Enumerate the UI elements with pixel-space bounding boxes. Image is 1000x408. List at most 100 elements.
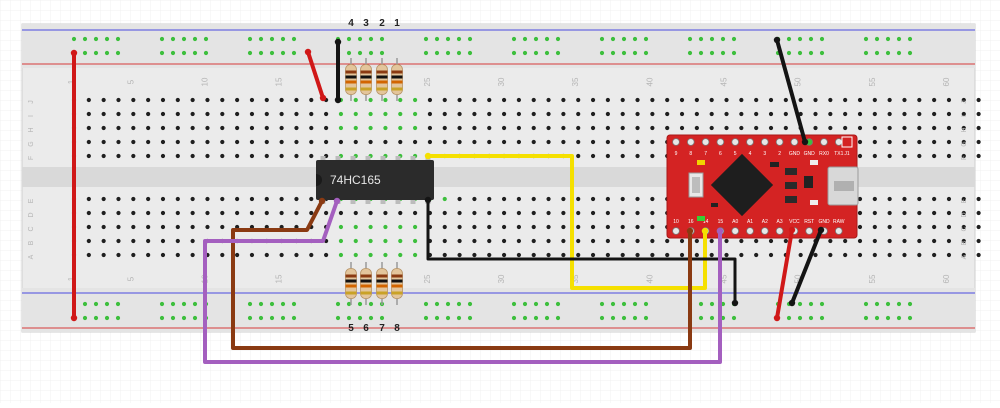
breadboard-hole [398, 252, 403, 258]
resistor[interactable] [391, 58, 403, 101]
resistor-band [345, 87, 357, 91]
breadboard-hole [754, 125, 759, 131]
power-rail-hole [544, 301, 550, 307]
breadboard-hole [472, 252, 477, 258]
power-rail-hole [632, 301, 638, 307]
resistor-band [391, 75, 403, 79]
breadboard-hole [249, 111, 255, 117]
wire-black-gnd-top[interactable] [775, 38, 807, 144]
resistor-label-3: 3 [363, 18, 369, 29]
breadboard-hole [917, 111, 922, 117]
breadboard-hole [264, 153, 269, 159]
power-rail-hole [632, 50, 638, 56]
breadboard-hole [86, 125, 91, 131]
breadboard-hole [146, 139, 151, 145]
resistor[interactable] [376, 262, 388, 305]
power-rail-hole [247, 315, 253, 321]
power-rail-hole [687, 50, 693, 56]
breadboard-hole [309, 139, 314, 145]
breadboard-hole [487, 97, 492, 103]
wire-end [788, 299, 796, 307]
breadboard-hole [976, 139, 981, 145]
breadboard-hole [368, 125, 373, 131]
breadboard-hole [101, 97, 106, 103]
breadboard-hole [442, 252, 447, 258]
breadboard-hole [146, 210, 151, 216]
resistor[interactable] [345, 262, 357, 305]
resistor[interactable] [376, 58, 388, 101]
power-rail-hole [445, 301, 451, 307]
mcu-pin [820, 138, 828, 146]
breadboard-hole [665, 125, 670, 131]
breadboard-hole [917, 97, 922, 103]
resistors-top[interactable] [345, 58, 403, 101]
wire-red-top[interactable] [306, 50, 325, 100]
column-number: 15 [275, 77, 284, 86]
breadboard-hole [887, 97, 892, 103]
resistor[interactable] [391, 262, 403, 305]
breadboard-hole [472, 139, 477, 145]
breadboard-hole [487, 224, 492, 230]
breadboard-hole [131, 196, 136, 202]
power-rail-hole [885, 301, 891, 307]
breadboard-hole [353, 139, 358, 145]
wire-brown-latch[interactable] [231, 199, 692, 350]
breadboard-hole [279, 252, 284, 258]
breadboard-hole [457, 97, 462, 103]
breadboard-hole [872, 111, 877, 117]
row-letter: C [28, 226, 35, 231]
breadboard-hole [768, 97, 774, 103]
breadboard-hole [368, 252, 373, 258]
breadboard-hole [501, 125, 507, 131]
power-rail-hole [786, 36, 792, 42]
wire-red-vcc[interactable] [775, 228, 794, 320]
breadboard-hole [546, 196, 551, 202]
breadboard-hole [190, 210, 195, 216]
wire-black-data[interactable] [426, 198, 737, 305]
wire-black-gnd-bottom[interactable] [790, 228, 823, 305]
breadboard-hole [501, 196, 507, 202]
breadboard-hole [620, 139, 625, 145]
breadboard-hole [442, 238, 447, 244]
breadboard-hole [783, 238, 788, 244]
power-rail-hole [731, 36, 737, 42]
power-rail-hole [896, 301, 902, 307]
resistor-band [360, 70, 372, 74]
resistor-labels-top: 4 3 2 1 [348, 18, 400, 29]
resistor-band [345, 80, 357, 84]
resistor-label-7: 7 [379, 323, 385, 334]
breadboard-hole [249, 210, 255, 216]
breadboard-hole [872, 238, 877, 244]
breadboard-hole [902, 224, 907, 230]
breadboard-hole [294, 153, 299, 159]
resistor[interactable] [345, 58, 357, 101]
power-rail-hole [522, 50, 528, 56]
breadboard-hole [175, 224, 180, 230]
chip-74hc165[interactable]: 74HC165 [316, 156, 434, 204]
resistors-bottom[interactable] [345, 262, 403, 305]
breadboard-hole [220, 252, 225, 258]
mcu-pin-label: A2 [762, 219, 768, 225]
breadboard-hole [590, 111, 596, 117]
breadboard-hole [472, 125, 477, 131]
breadboard-hole [279, 196, 284, 202]
resistor[interactable] [360, 262, 372, 305]
breadboard-hole [887, 125, 892, 131]
breadboard-hole [843, 238, 848, 244]
power-rail-hole [698, 301, 704, 307]
breadboard-hole [472, 111, 477, 117]
power-rail-hole [522, 301, 528, 307]
resistor-band [360, 80, 372, 84]
breadboard-hole [590, 252, 596, 258]
breadboard-hole [768, 238, 774, 244]
breadboard-hole [101, 139, 106, 145]
breadboard-hole [205, 125, 210, 131]
wire-yellow-clock[interactable] [426, 154, 707, 290]
wire-purple-data[interactable] [203, 199, 722, 364]
mcu-pin [775, 227, 784, 235]
mcu-led-yellow [697, 160, 705, 165]
row-letter: J [28, 100, 35, 104]
resistor[interactable] [360, 58, 372, 101]
row-letter: D [961, 212, 968, 217]
